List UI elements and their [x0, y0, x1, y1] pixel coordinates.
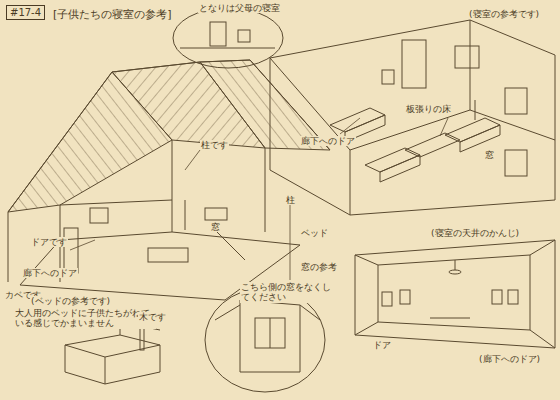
- ceiling-sketch-stroke: [492, 290, 502, 304]
- house-cutaway-stroke: [265, 148, 266, 232]
- part-label: 窓: [484, 150, 495, 160]
- ceiling-sketch: [355, 240, 555, 348]
- ceiling-sketch-stroke: [430, 318, 470, 319]
- room-perspective-stroke: [470, 20, 471, 110]
- detail-circle-bottom-stroke: [270, 318, 271, 348]
- room-perspective-stroke: [505, 150, 527, 176]
- part-label: 窓の参考: [300, 262, 338, 272]
- bed-sketch-stroke: [65, 335, 160, 357]
- house-cutaway-stroke: [64, 228, 78, 273]
- ceiling-sketch-stroke: [400, 290, 410, 304]
- part-label: (廊下へのドア): [478, 354, 541, 364]
- house-cutaway-stroke: [172, 140, 173, 232]
- leader-line: [70, 118, 448, 280]
- note: となりは父母の寝室: [198, 3, 281, 13]
- ceiling-sketch-stroke: [530, 240, 555, 255]
- part-label: 板張りの床: [405, 104, 452, 114]
- house-cutaway-stroke: [205, 208, 227, 220]
- sheet-title: [子供たちの寝室の参考]: [52, 7, 173, 22]
- detail-circle-bottom-stroke: [205, 288, 325, 392]
- house-cutaway-stroke: [60, 200, 172, 205]
- detail-circle-bottom-stroke: [240, 300, 300, 372]
- ceiling-sketch-stroke: [355, 322, 378, 335]
- note: 大人用のベッドに子供たちがねている感じでかまいません: [14, 308, 156, 329]
- detail-circle-bottom-stroke: [215, 305, 240, 320]
- part-label: 柱: [285, 195, 296, 205]
- ceiling-sketch-stroke: [382, 292, 392, 306]
- house-cutaway-stroke: [8, 60, 330, 212]
- part-label: 廊下へのドア: [300, 136, 356, 146]
- frame-number: #17-4: [10, 7, 41, 18]
- bed-sketch-stroke: [105, 357, 106, 384]
- detail-circle-bottom-stroke: [300, 305, 320, 320]
- detail-circle-top-stroke: [238, 30, 250, 42]
- leader-line-stroke: [185, 150, 200, 170]
- detail-circle-bottom-stroke: [255, 318, 285, 348]
- leader-line-stroke: [290, 205, 291, 280]
- room-perspective-stroke: [505, 88, 527, 114]
- bed-sketch: [65, 322, 160, 384]
- leader-line-stroke: [70, 240, 95, 250]
- house-cutaway-stroke: [185, 200, 186, 230]
- ceiling-sketch-stroke: [378, 255, 530, 330]
- room-perspective-stroke: [475, 100, 476, 120]
- room-perspective-stroke: [380, 155, 420, 182]
- part-label: ドア: [372, 340, 392, 350]
- part-label: ベッド: [300, 228, 329, 238]
- room-perspective-stroke: [350, 110, 470, 150]
- detail-circle-top: [173, 8, 283, 68]
- room-perspective-stroke: [460, 125, 500, 152]
- room-perspective-stroke: [270, 20, 555, 215]
- room-perspective-stroke: [350, 150, 351, 215]
- leader-line-stroke: [340, 118, 360, 134]
- house-cutaway-stroke: [90, 208, 108, 223]
- part-label: 木です: [138, 312, 167, 322]
- ceiling-sketch-stroke: [530, 330, 555, 348]
- part-label: ドアです: [30, 237, 68, 247]
- bed-sketch-stroke: [140, 325, 144, 350]
- leader-line-stroke: [440, 118, 448, 136]
- detail-circle-top-stroke: [210, 22, 226, 46]
- ceiling-sketch-stroke: [355, 240, 555, 348]
- part-label: 廊下へのドア: [22, 268, 78, 278]
- detail-circle-top-stroke: [180, 48, 275, 49]
- ceiling-sketch-stroke: [508, 290, 518, 304]
- room-perspective-stroke: [382, 70, 394, 84]
- house-cutaway: [8, 60, 330, 300]
- room-perspective: [270, 20, 555, 215]
- note: (寝室の参考です): [468, 9, 540, 19]
- ceiling-sketch-stroke: [449, 270, 461, 274]
- note: こちら側の窓をなくしてください: [240, 282, 332, 303]
- room-perspective-stroke: [455, 46, 479, 68]
- house-cutaway-stroke: [8, 212, 9, 282]
- note: (寝室の天井のかんじ): [430, 228, 520, 238]
- ceiling-sketch-stroke: [455, 260, 456, 270]
- note: (ベッドの参考です): [30, 296, 111, 306]
- part-label: 柱です: [200, 140, 229, 150]
- frame-number-box: #17-4: [6, 5, 45, 20]
- bed-sketch-stroke: [65, 345, 160, 384]
- detail-circle-top-stroke: [173, 8, 283, 68]
- room-perspective-stroke: [402, 40, 426, 88]
- room-perspective-stroke: [405, 133, 460, 157]
- house-cutaway-stroke: [148, 248, 188, 262]
- ceiling-sketch-stroke: [355, 255, 378, 265]
- detail-circle-bottom: [205, 288, 325, 392]
- part-label: 窓: [210, 222, 221, 232]
